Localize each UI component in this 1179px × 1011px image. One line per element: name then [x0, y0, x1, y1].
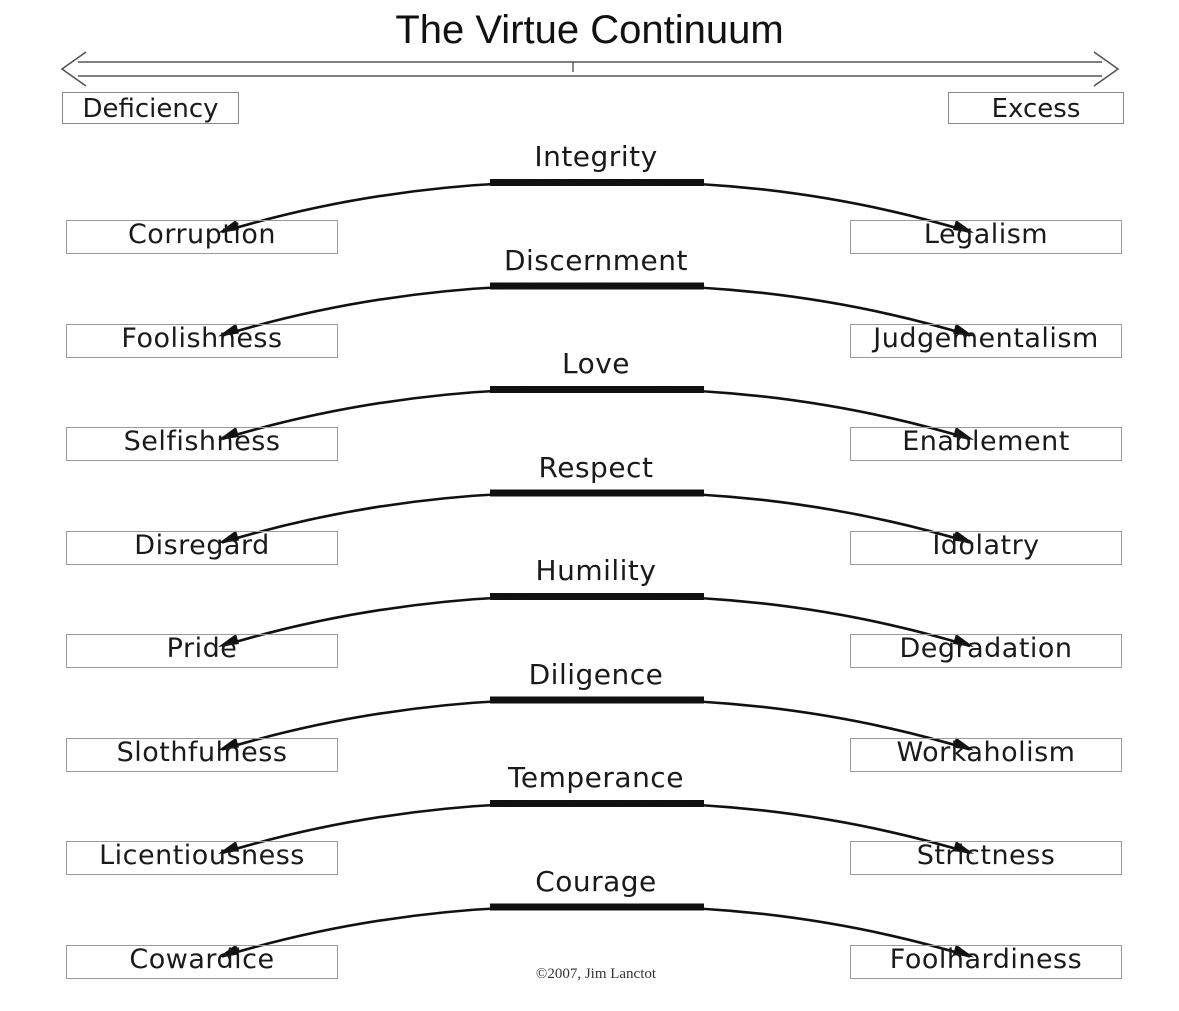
virtue-arc [218, 489, 974, 544]
continuum-double-arrow [60, 51, 1120, 87]
excess-vice-box: Strictness [850, 841, 1122, 875]
excess-vice-box: Idolatry [850, 530, 1122, 565]
deficiency-vice-box: Disregard [66, 530, 338, 565]
deficiency-vice-box: Corruption [66, 220, 338, 254]
left-arrowhead [218, 841, 239, 854]
excess-vice-box: Enablement [850, 427, 1122, 461]
virtue-label: Love [561, 347, 631, 380]
continuum-curve [221, 801, 971, 855]
right-arrowhead [953, 427, 974, 440]
virtue-label: Diligence [528, 657, 664, 691]
deficiency-vice-box: Pride [66, 634, 338, 668]
continuum-curve [221, 387, 971, 441]
virtue-label: Humility [535, 554, 657, 587]
right-arrowhead [953, 323, 974, 337]
diagram-title: The Virtue Continuum [395, 8, 784, 52]
virtue-arc [218, 386, 974, 441]
continuum-curve [221, 594, 971, 648]
virtue-arc [218, 903, 974, 958]
virtue-arc [218, 179, 974, 234]
deficiency-vice-box: Licentiousness [66, 841, 338, 875]
continuum-curve [221, 490, 971, 544]
left-arrowhead [218, 944, 239, 958]
right-arrowhead [953, 634, 974, 647]
right-arrowhead [953, 944, 974, 958]
left-arrowhead [218, 737, 239, 751]
virtue-label: Respect [538, 450, 654, 484]
continuum-curve [221, 697, 971, 751]
virtue-label: Integrity [534, 140, 658, 173]
virtue-arcs [218, 179, 974, 958]
deficiency-vice-box: Foolishness [66, 323, 338, 358]
continuum-curve [221, 283, 971, 337]
deficiency-vice-box: Cowardice [66, 944, 338, 979]
virtue-label: Discernment [503, 243, 689, 277]
left-arrowhead [218, 220, 239, 233]
excess-vice-box: Judgementalism [850, 323, 1122, 358]
excess-vice-box: Legalism [850, 220, 1122, 254]
virtue-arc [218, 593, 974, 648]
continuum-curve [221, 180, 971, 234]
deficiency-vice-box: Selfishness [66, 427, 338, 461]
virtue-label: Temperance [508, 761, 684, 794]
deficiency-vice-box: Slothfulness [66, 737, 338, 772]
virtue-label: Courage [535, 864, 657, 898]
excess-vice-box: Workaholism [850, 737, 1122, 772]
right-arrowhead [953, 841, 974, 854]
left-arrowhead [218, 323, 239, 337]
continuum-curve [221, 904, 971, 958]
virtue-arc [218, 282, 974, 337]
left-arrowhead [218, 427, 239, 440]
deficiency-label: Deficiency [62, 92, 239, 124]
excess-label: Excess [948, 92, 1124, 124]
left-arrowhead [218, 634, 239, 647]
copyright-notice: ©2007, Jim Lanctot [535, 966, 657, 982]
excess-vice-box: Foolhardiness [850, 944, 1122, 979]
virtue-arc [218, 696, 974, 751]
virtue-arc [218, 800, 974, 855]
right-arrowhead [953, 530, 974, 544]
right-arrowhead [953, 737, 974, 751]
right-arrowhead [953, 220, 974, 233]
left-arrowhead [218, 530, 239, 544]
excess-vice-box: Degradation [850, 634, 1122, 668]
